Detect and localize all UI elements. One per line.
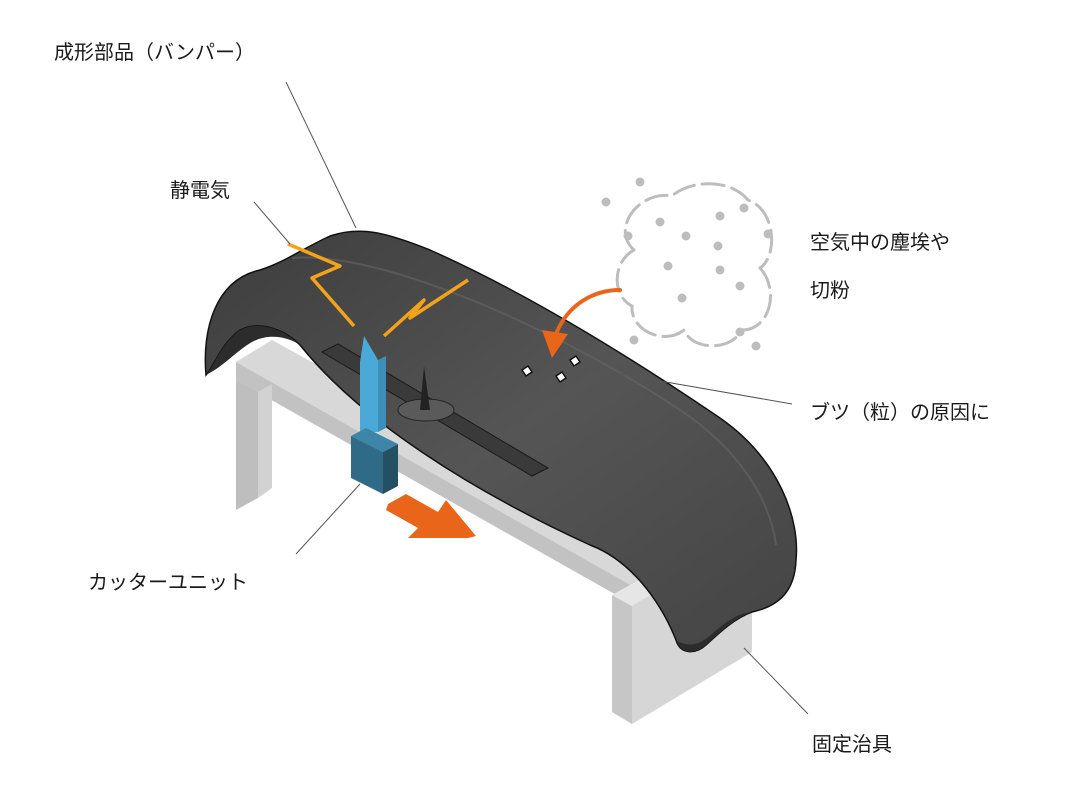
- bumper-ridge-highlight: [291, 256, 777, 546]
- fixture-left-leg-side: [258, 384, 272, 498]
- fixture-left-leg: [236, 380, 258, 510]
- fixture-right-leg-front: [612, 595, 632, 724]
- bumper-underside: [206, 325, 300, 375]
- cutter-block-side: [383, 444, 398, 494]
- label-bump-cause: ブツ（粒）の原因に: [810, 400, 990, 424]
- leader-lines: [253, 81, 809, 715]
- label-cutter-unit: カッターユニット: [88, 570, 248, 594]
- dust-particles-on-surface: [520, 354, 582, 384]
- leader-static: [253, 201, 291, 245]
- cutter-blade: [360, 336, 378, 432]
- label-dust-line1: 空気中の塵埃や: [810, 230, 950, 254]
- label-static-electricity: 静電気: [170, 178, 230, 202]
- static-spark-icon: [287, 242, 356, 328]
- label-molded-part: 成形部品（バンパー）: [54, 40, 255, 64]
- leader-bump-cause: [573, 365, 793, 405]
- dust-cloud-dots: [601, 177, 773, 351]
- cutter-block-top: [351, 428, 398, 452]
- cutter-needle: [420, 366, 430, 410]
- cutter-unit: [351, 336, 398, 494]
- static-spark-icon: [382, 278, 469, 338]
- bumper-right-underside: [676, 612, 752, 652]
- label-fixture: 固定治具: [812, 732, 892, 756]
- motion-arrow-icon: [386, 494, 476, 538]
- label-dust-line2: 切粉: [810, 278, 850, 302]
- leader-fixture: [743, 647, 809, 715]
- leader-cutter: [295, 483, 361, 555]
- dust-particle: [520, 364, 534, 378]
- fixture-front-face: [236, 362, 710, 648]
- cutter-block-front: [351, 436, 383, 494]
- leader-molded-part: [285, 81, 357, 229]
- dust-particle: [568, 354, 582, 368]
- curved-arrow-icon: [542, 288, 622, 358]
- dust-particle: [554, 370, 568, 384]
- cutter-blade-side: [378, 356, 386, 432]
